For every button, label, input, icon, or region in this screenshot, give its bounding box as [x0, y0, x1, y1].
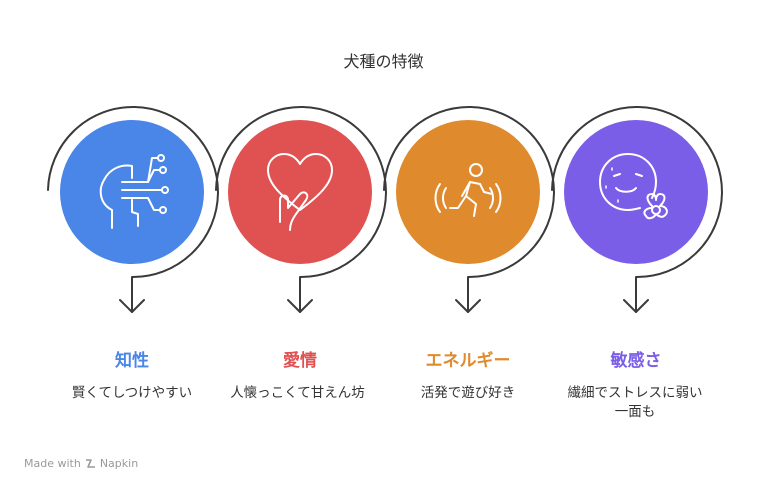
feature-desc-energy: 活発で遊び好き: [420, 385, 516, 401]
arc-3: [383, 106, 555, 313]
arrow-head-3: [455, 299, 481, 313]
arrow-head-4: [623, 299, 649, 313]
feature-title-intelligence: 知性: [115, 351, 149, 371]
circle-affection: [228, 120, 372, 264]
arc-1: [47, 106, 219, 313]
feature-desc-sensitivity: 繊細でストレスに弱い一面も: [567, 385, 703, 420]
feature-desc-affection: 人懐っこくて甘えん坊: [230, 385, 365, 401]
running-person-icon: [434, 163, 502, 217]
watermark-prefix: Made with: [24, 457, 81, 470]
napkin-watermark[interactable]: Made with Napkin: [24, 457, 138, 470]
connector-arcs: [47, 106, 723, 313]
feature-title-affection: 愛情: [283, 351, 317, 371]
diagram-title: 犬種の特徴: [343, 52, 424, 71]
napkin-logo-icon: [85, 459, 95, 468]
circle-intelligence: [60, 120, 204, 264]
arrow-head-1: [119, 299, 145, 313]
brain-circuit-icon: [99, 154, 169, 229]
watermark-brand: Napkin: [99, 457, 139, 470]
heart-hand-icon: [267, 153, 333, 231]
arc-2: [215, 106, 387, 313]
arc-4: [551, 106, 723, 313]
feature-title-sensitivity: 敏感さ: [610, 351, 662, 371]
face-flower-icon: [599, 153, 668, 220]
feature-desc-intelligence: 賢くてしつけやすい: [71, 385, 193, 401]
feature-title-energy: エネルギー: [425, 351, 511, 371]
circle-sensitivity: [564, 120, 708, 264]
arrow-head-2: [287, 299, 313, 313]
